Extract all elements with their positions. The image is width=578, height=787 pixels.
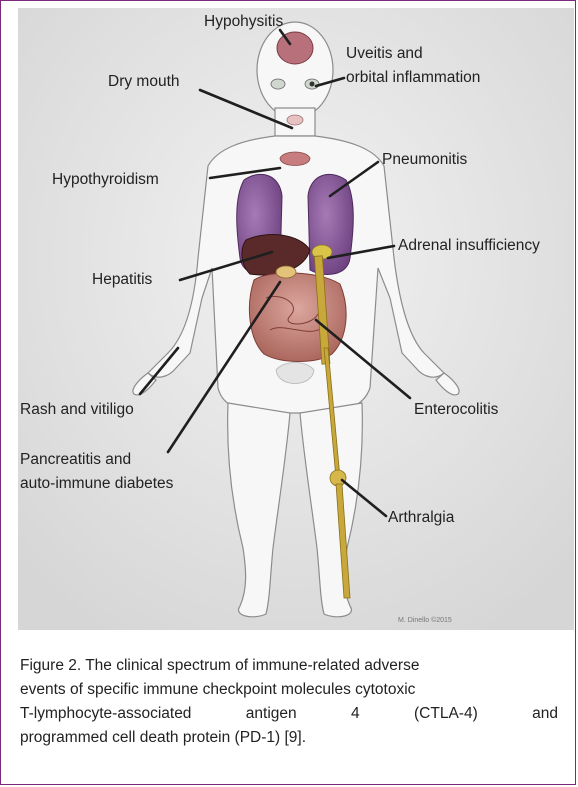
label-pneumonitis: Pneumonitis <box>382 151 468 168</box>
label-pancreatitis-line2: auto-immune diabetes <box>20 475 174 492</box>
label-hypophysitis: Hypohysitis <box>204 13 283 30</box>
label-dry-mouth: Dry mouth <box>108 73 180 90</box>
label-rash: Rash and vitiligo <box>20 401 134 418</box>
caption-word: 4 <box>351 702 360 726</box>
caption-word: T-lymphocyte-associated <box>20 702 191 726</box>
label-arthralgia: Arthralgia <box>388 509 455 526</box>
pancreas-shape <box>276 266 296 278</box>
brain-shape <box>277 32 313 64</box>
caption-line-2: events of specific immune checkpoint mol… <box>20 678 558 702</box>
label-hepatitis: Hepatitis <box>92 271 153 288</box>
intestine-shape <box>249 273 346 362</box>
caption-word: and <box>532 702 558 726</box>
left-eye-shape <box>271 79 285 89</box>
caption-line-1: Figure 2. The clinical spectrum of immun… <box>20 654 558 678</box>
thyroid-shape <box>280 152 310 166</box>
illustration-panel: Hypohysitis Uveitis and orbital inflamma… <box>18 8 574 630</box>
caption-line-3: T-lymphocyte-associated antigen 4 (CTLA-… <box>20 702 558 726</box>
artist-signature: M. Dinello ©2015 <box>398 616 452 624</box>
label-hypothyroidism: Hypothyroidism <box>52 171 159 188</box>
salivary-gland-shape <box>287 115 303 125</box>
label-enterocolitis: Enterocolitis <box>414 401 499 418</box>
caption-line-4: programmed cell death protein (PD-1) [9]… <box>20 726 558 750</box>
pupil-shape <box>310 82 315 87</box>
anatomy-diagram: Hypohysitis Uveitis and orbital inflamma… <box>18 8 574 630</box>
label-uveitis-line1: Uveitis and <box>346 45 423 62</box>
label-uveitis-line2: orbital inflammation <box>346 69 480 86</box>
label-adrenal: Adrenal insufficiency <box>398 237 540 254</box>
caption-word: (CTLA-4) <box>414 702 478 726</box>
figure-caption: Figure 2. The clinical spectrum of immun… <box>20 654 558 750</box>
caption-word: antigen <box>246 702 297 726</box>
label-pancreatitis-line1: Pancreatitis and <box>20 451 131 468</box>
